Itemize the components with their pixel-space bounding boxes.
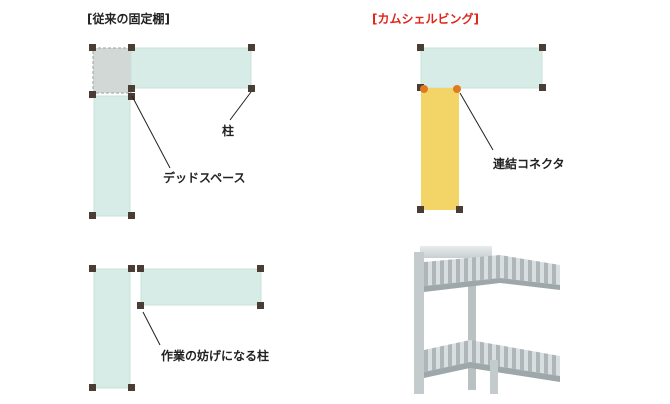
shelf-horizontal xyxy=(131,48,251,88)
photo-post xyxy=(414,252,424,394)
connector-dot xyxy=(420,85,428,93)
post-marker xyxy=(137,265,144,272)
conventional-shelf-bottom xyxy=(89,265,264,391)
post-marker xyxy=(137,302,144,309)
post-leader xyxy=(230,92,251,120)
post-marker xyxy=(128,265,135,272)
label-post: 柱 xyxy=(222,122,234,139)
connector-dot xyxy=(453,85,461,93)
post-marker xyxy=(539,44,546,51)
shelf-vertical xyxy=(94,96,130,216)
photo-post xyxy=(490,360,498,394)
post-marker xyxy=(128,85,135,92)
plastic-shelving-corner-photo xyxy=(414,244,560,394)
label-connector: 連結コネクタ xyxy=(493,155,565,172)
label-dead-space: デッドスペース xyxy=(163,169,246,186)
post-marker xyxy=(257,302,264,309)
post-marker xyxy=(417,44,424,51)
post-marker xyxy=(89,212,96,219)
post-marker xyxy=(456,206,463,213)
post-marker xyxy=(89,384,96,391)
post-marker xyxy=(128,384,135,391)
post-marker xyxy=(89,91,96,98)
post-marker xyxy=(417,206,424,213)
connector-leader xyxy=(460,93,493,150)
post-marker xyxy=(257,265,264,272)
shelf-horizontal xyxy=(421,48,542,88)
post-marker xyxy=(248,44,255,51)
shelf-horizontal xyxy=(141,269,261,305)
label-obstructing-post: 作業の妨げになる柱 xyxy=(161,347,269,364)
photo-panel xyxy=(420,246,492,258)
heading-conventional: [従来の固定棚] xyxy=(87,10,170,27)
post-marker xyxy=(128,44,135,51)
dead-space-area xyxy=(93,48,131,93)
heading-camshelving: [カムシェルビング] xyxy=(372,10,479,27)
obstructing-post-leader xyxy=(143,312,160,345)
dead-space-leader xyxy=(132,96,170,168)
photo-post xyxy=(468,280,476,390)
post-marker xyxy=(248,85,255,92)
post-marker xyxy=(539,84,546,91)
post-marker xyxy=(89,265,96,272)
shelf-vertical xyxy=(94,269,130,388)
camshelving-diagram xyxy=(417,44,546,213)
shelf-vertical-yellow xyxy=(421,88,459,210)
post-marker xyxy=(128,212,135,219)
post-marker xyxy=(89,44,96,51)
